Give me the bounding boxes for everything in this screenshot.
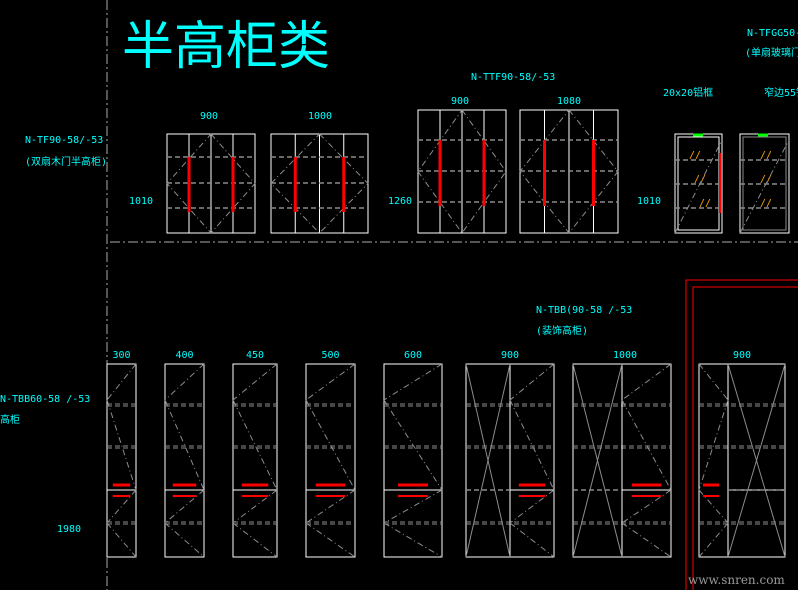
door-swing-line (674, 139, 723, 234)
bottom-width-2: 400 (176, 350, 194, 361)
door-swing-line (739, 139, 790, 234)
swing-line (509, 489, 555, 524)
swing-line (106, 489, 137, 524)
swing-line (164, 522, 205, 558)
red-frame (685, 279, 798, 590)
bottom-width-8: 900 (733, 350, 751, 361)
swing-line (106, 363, 137, 401)
glass-cross-line (727, 363, 786, 558)
tbb60-desc: 高柜 (0, 413, 20, 426)
tfgg-desc: (单扇玻璃门半高柜 (745, 46, 798, 59)
swing-line (621, 522, 672, 558)
swing-line (698, 522, 729, 558)
swing-line (383, 363, 443, 401)
door-swing-line (417, 109, 507, 234)
swing-line (305, 522, 356, 558)
tfgg-code: N-TFGG50-9 (747, 28, 798, 39)
swing-line (164, 489, 205, 524)
hinge-icon: // (760, 150, 772, 161)
tall-cabinet-outline (383, 363, 443, 558)
swing-line (383, 399, 443, 491)
ttf-code: N-TTF90-58/-53 (471, 72, 555, 83)
swing-line (232, 489, 278, 524)
swing-line (698, 489, 729, 524)
swing-line (621, 363, 672, 401)
swing-line (164, 363, 205, 401)
tbb60-height: 1980 (57, 524, 81, 535)
page-title: 半高柜类 (122, 17, 330, 77)
tfgg-height: 1010 (637, 196, 661, 207)
swing-line (383, 489, 443, 524)
tbb90-desc: (装饰高柜) (536, 324, 588, 337)
door-swing-line (166, 133, 256, 234)
swing-line (164, 399, 205, 491)
bottom-width-6: 900 (501, 350, 519, 361)
swing-line (698, 363, 729, 401)
swing-line (509, 363, 555, 401)
door-swing-line (519, 109, 619, 234)
tf-height: 1010 (129, 196, 153, 207)
swing-line (698, 399, 729, 491)
hinge-icon: // (689, 150, 701, 161)
tf-width-1: 900 (200, 111, 218, 122)
ttf-width-2: 1080 (557, 96, 581, 107)
tall-cabinet-outline (698, 363, 786, 558)
ttf-width-1: 900 (451, 96, 469, 107)
glass-cross-line (465, 363, 511, 558)
swing-line (305, 363, 356, 401)
swing-line (305, 399, 356, 491)
watermark: www.snren.com (688, 573, 785, 587)
swing-line (232, 399, 278, 491)
bottom-width-3: 450 (246, 350, 264, 361)
tbb60-code: N-TBB60-58 /-53 (0, 394, 90, 405)
swing-line (621, 399, 672, 491)
bottom-width-4: 500 (322, 350, 340, 361)
swing-line (232, 522, 278, 558)
glass-cross-line (572, 363, 623, 558)
swing-line (305, 489, 356, 524)
swing-line (232, 363, 278, 401)
tf-code: N-TF90-58/-53 (25, 135, 103, 146)
bottom-width-5: 600 (404, 350, 422, 361)
swing-line (509, 399, 555, 491)
tfgg-frame-b: 窄边55铝 (764, 86, 798, 99)
tbb90-code: N-TBB(90-58 /-53 (536, 305, 632, 316)
ttf-height: 1260 (388, 196, 412, 207)
bottom-width-1: 300 (113, 350, 131, 361)
hinge-icon: // (760, 174, 772, 185)
bottom-width-7: 1000 (613, 350, 637, 361)
tf-width-2: 1000 (308, 111, 332, 122)
hinge-icon: // (760, 198, 772, 209)
swing-line (106, 522, 137, 558)
tall-cabinet-outline (106, 363, 137, 558)
tall-cabinet-outline (164, 363, 205, 558)
tall-cabinet-outline (232, 363, 278, 558)
tfgg-frame-a: 20x20铝框 (663, 86, 713, 99)
swing-line (383, 522, 443, 558)
tf-desc: (双扇木门半高柜) (25, 155, 107, 168)
swing-line (106, 399, 137, 491)
hinge-icon: // (699, 198, 711, 209)
hinge-icon: // (694, 174, 706, 185)
tall-cabinet-outline (305, 363, 356, 558)
swing-line (509, 522, 555, 558)
swing-line (621, 489, 672, 524)
